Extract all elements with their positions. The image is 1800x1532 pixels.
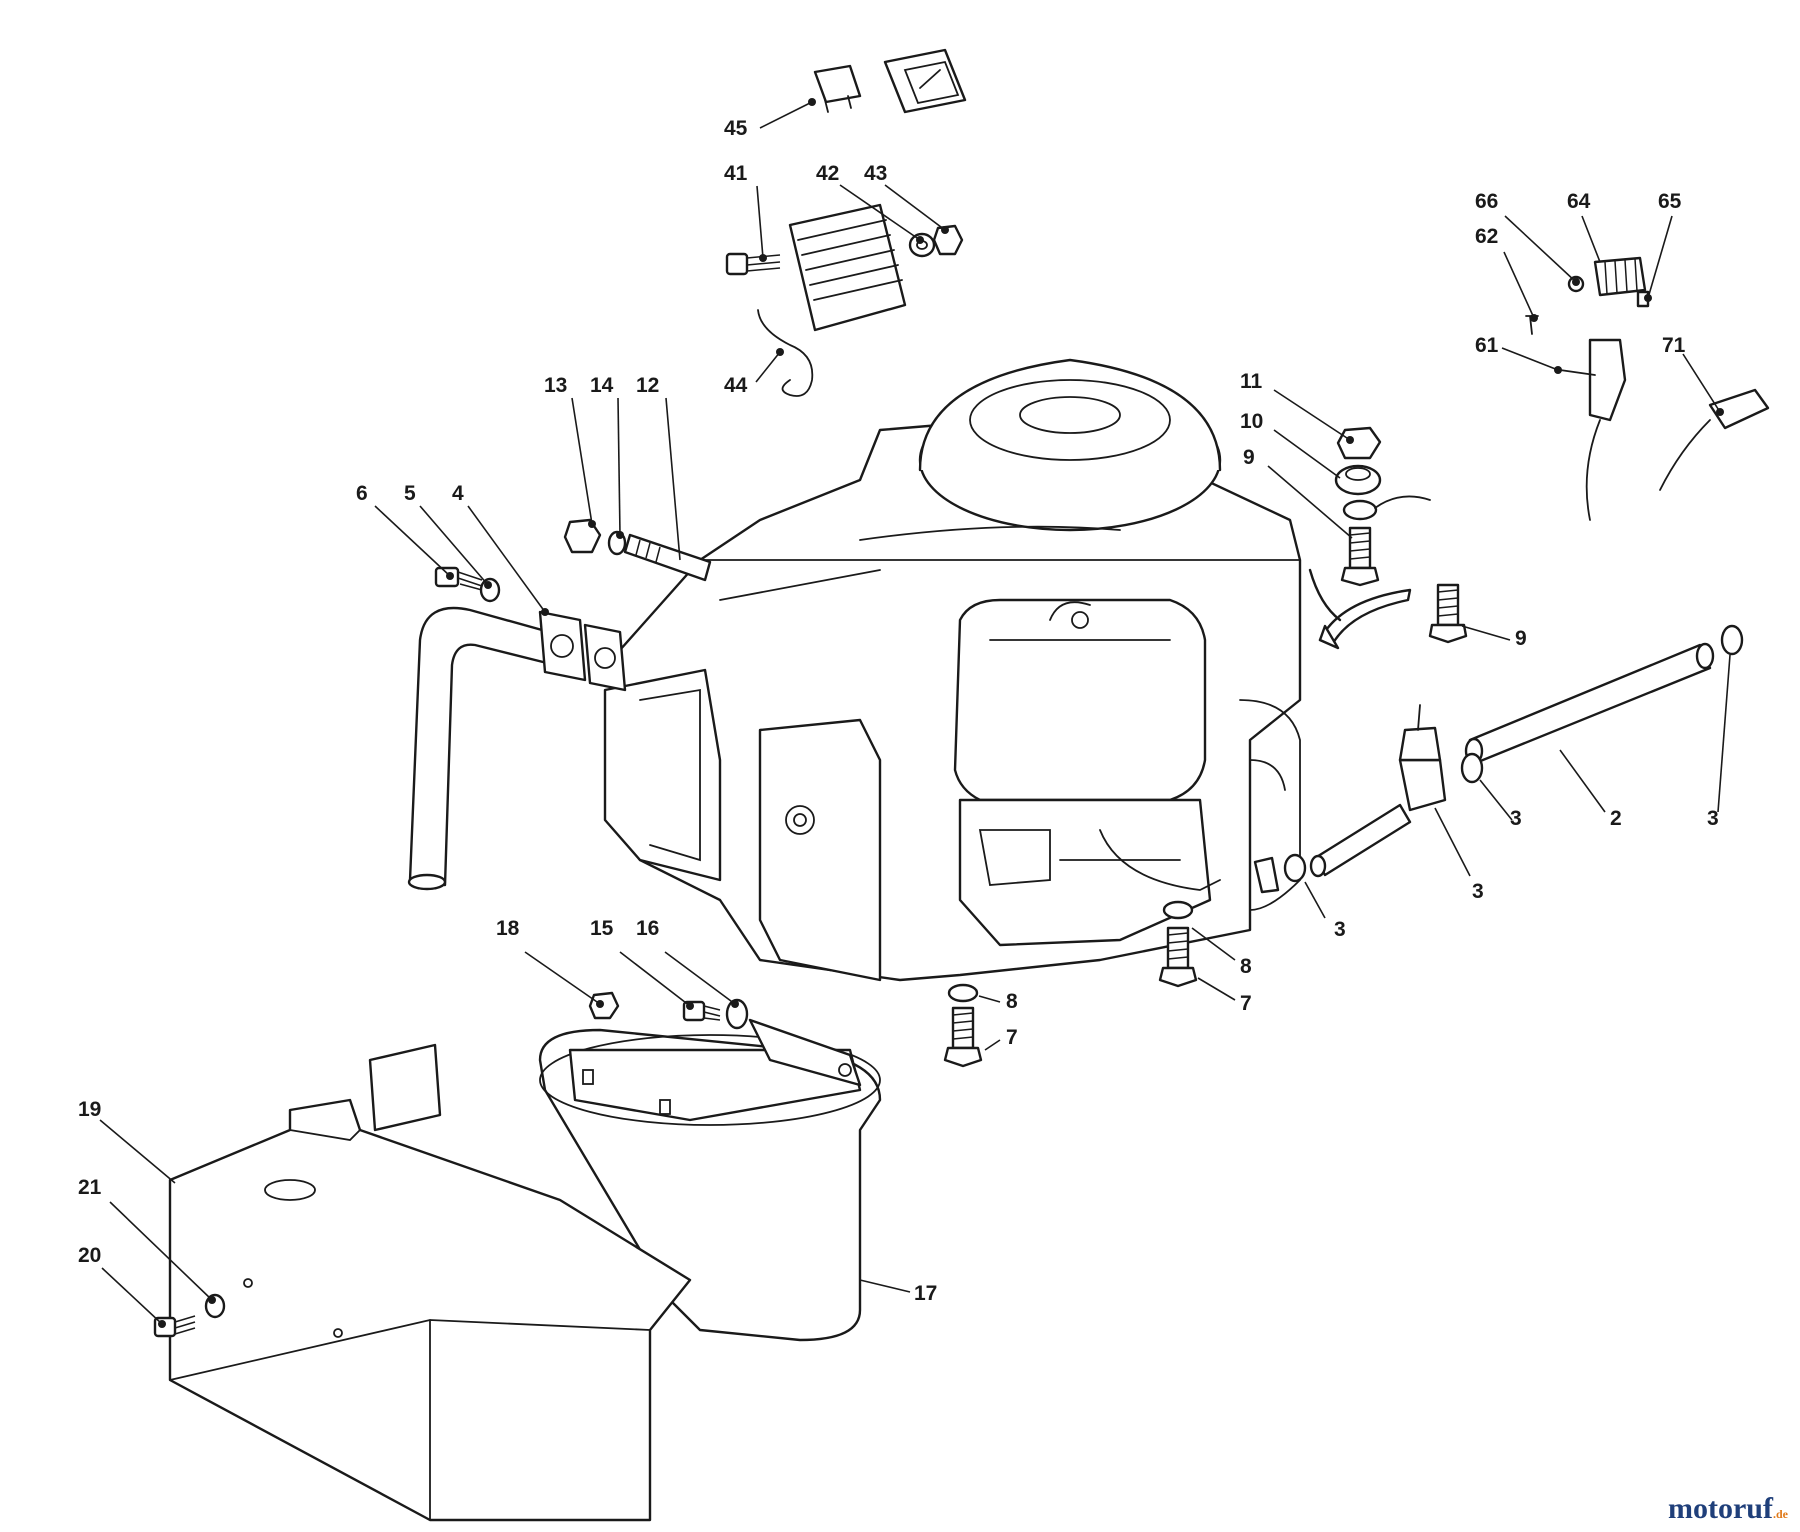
bolt-9a — [1340, 526, 1380, 587]
callout-6: 6 — [356, 482, 368, 505]
assembly-arrow — [1308, 568, 1412, 650]
clamp-3-left — [1283, 853, 1307, 883]
callout-15: 15 — [590, 917, 614, 940]
fuel-hose-short — [1309, 803, 1412, 878]
callout-9-upper: 9 — [1243, 446, 1255, 469]
callout-42: 42 — [816, 162, 839, 185]
watermark-logo: motoruf.de — [1668, 1492, 1788, 1526]
callout-9-lower: 9 — [1515, 627, 1527, 650]
callout-41: 41 — [724, 162, 748, 185]
bolt-7-right — [1158, 926, 1198, 988]
nut-18 — [588, 991, 620, 1020]
callout-21: 21 — [78, 1176, 102, 1199]
callout-2: 2 — [1610, 807, 1622, 830]
callout-65: 65 — [1658, 190, 1682, 213]
relay-45 — [813, 64, 862, 113]
cable-71 — [1659, 388, 1770, 491]
clip-44 — [757, 309, 814, 397]
duct-17 — [538, 1018, 882, 1342]
callout-64: 64 — [1567, 190, 1591, 213]
bolt-41 — [725, 252, 781, 276]
washer-8-left — [947, 983, 979, 1003]
clamp-3-right — [1720, 624, 1744, 656]
callout-4: 4 — [452, 482, 464, 505]
regulator-body — [788, 203, 907, 332]
callout-11: 11 — [1240, 370, 1263, 393]
washer-8-right — [1162, 900, 1194, 920]
nut-10 — [1334, 464, 1382, 496]
nut-16 — [725, 998, 749, 1030]
callout-61: 61 — [1475, 334, 1499, 357]
nut-11 — [1336, 426, 1382, 460]
relay-holder — [883, 48, 967, 114]
callout-66: 66 — [1475, 190, 1498, 213]
callout-3-filter: 3 — [1472, 880, 1484, 903]
callout-10: 10 — [1240, 410, 1263, 433]
callout-8-left: 8 — [1006, 990, 1018, 1013]
callout-19: 19 — [78, 1098, 101, 1121]
bolt-6 — [434, 566, 483, 591]
callout-7-right: 7 — [1240, 992, 1252, 1015]
fuel-fitting — [1253, 856, 1280, 894]
bolt-9b — [1428, 583, 1468, 644]
bolt-7-left — [943, 1006, 983, 1068]
callout-8-right: 8 — [1240, 955, 1252, 978]
shroud-19 — [168, 1043, 692, 1522]
callout-17: 17 — [914, 1282, 937, 1305]
leader-lines — [99, 98, 1731, 1328]
clamp-64 — [1593, 256, 1647, 297]
callout-18: 18 — [496, 917, 520, 940]
clamp-3-mid — [1460, 752, 1484, 784]
callout-3-mid: 3 — [1510, 807, 1522, 830]
callout-3-right: 3 — [1707, 807, 1719, 830]
callout-44: 44 — [724, 374, 748, 397]
throttle-lever-61 — [1559, 338, 1627, 521]
callout-43: 43 — [864, 162, 887, 185]
fuel-hose-2 — [1464, 642, 1715, 765]
engine — [603, 358, 1302, 982]
callout-45: 45 — [724, 117, 748, 140]
watermark-accent: .de — [1773, 1507, 1788, 1521]
exhaust-pipe — [407, 606, 627, 891]
callout-5: 5 — [404, 482, 416, 505]
fuel-filter — [1398, 704, 1447, 812]
callout-3-left: 3 — [1334, 918, 1346, 941]
watermark-main: motoruf — [1668, 1492, 1773, 1525]
nut-43 — [932, 224, 964, 256]
callout-62: 62 — [1475, 225, 1498, 248]
callout-16: 16 — [636, 917, 659, 940]
washer-9a — [1342, 495, 1431, 521]
stud-12 — [623, 533, 712, 582]
callout-12: 12 — [636, 374, 659, 397]
callout-14: 14 — [590, 374, 614, 397]
callout-7-left: 7 — [1006, 1026, 1018, 1049]
callout-20: 20 — [78, 1244, 101, 1267]
washer-42 — [908, 232, 936, 258]
callout-labels: 45 41 42 43 44 13 14 12 6 5 4 11 10 9 9 … — [78, 117, 1719, 1305]
callout-13: 13 — [544, 374, 567, 397]
callout-71: 71 — [1662, 334, 1686, 357]
nut-13 — [563, 518, 602, 554]
